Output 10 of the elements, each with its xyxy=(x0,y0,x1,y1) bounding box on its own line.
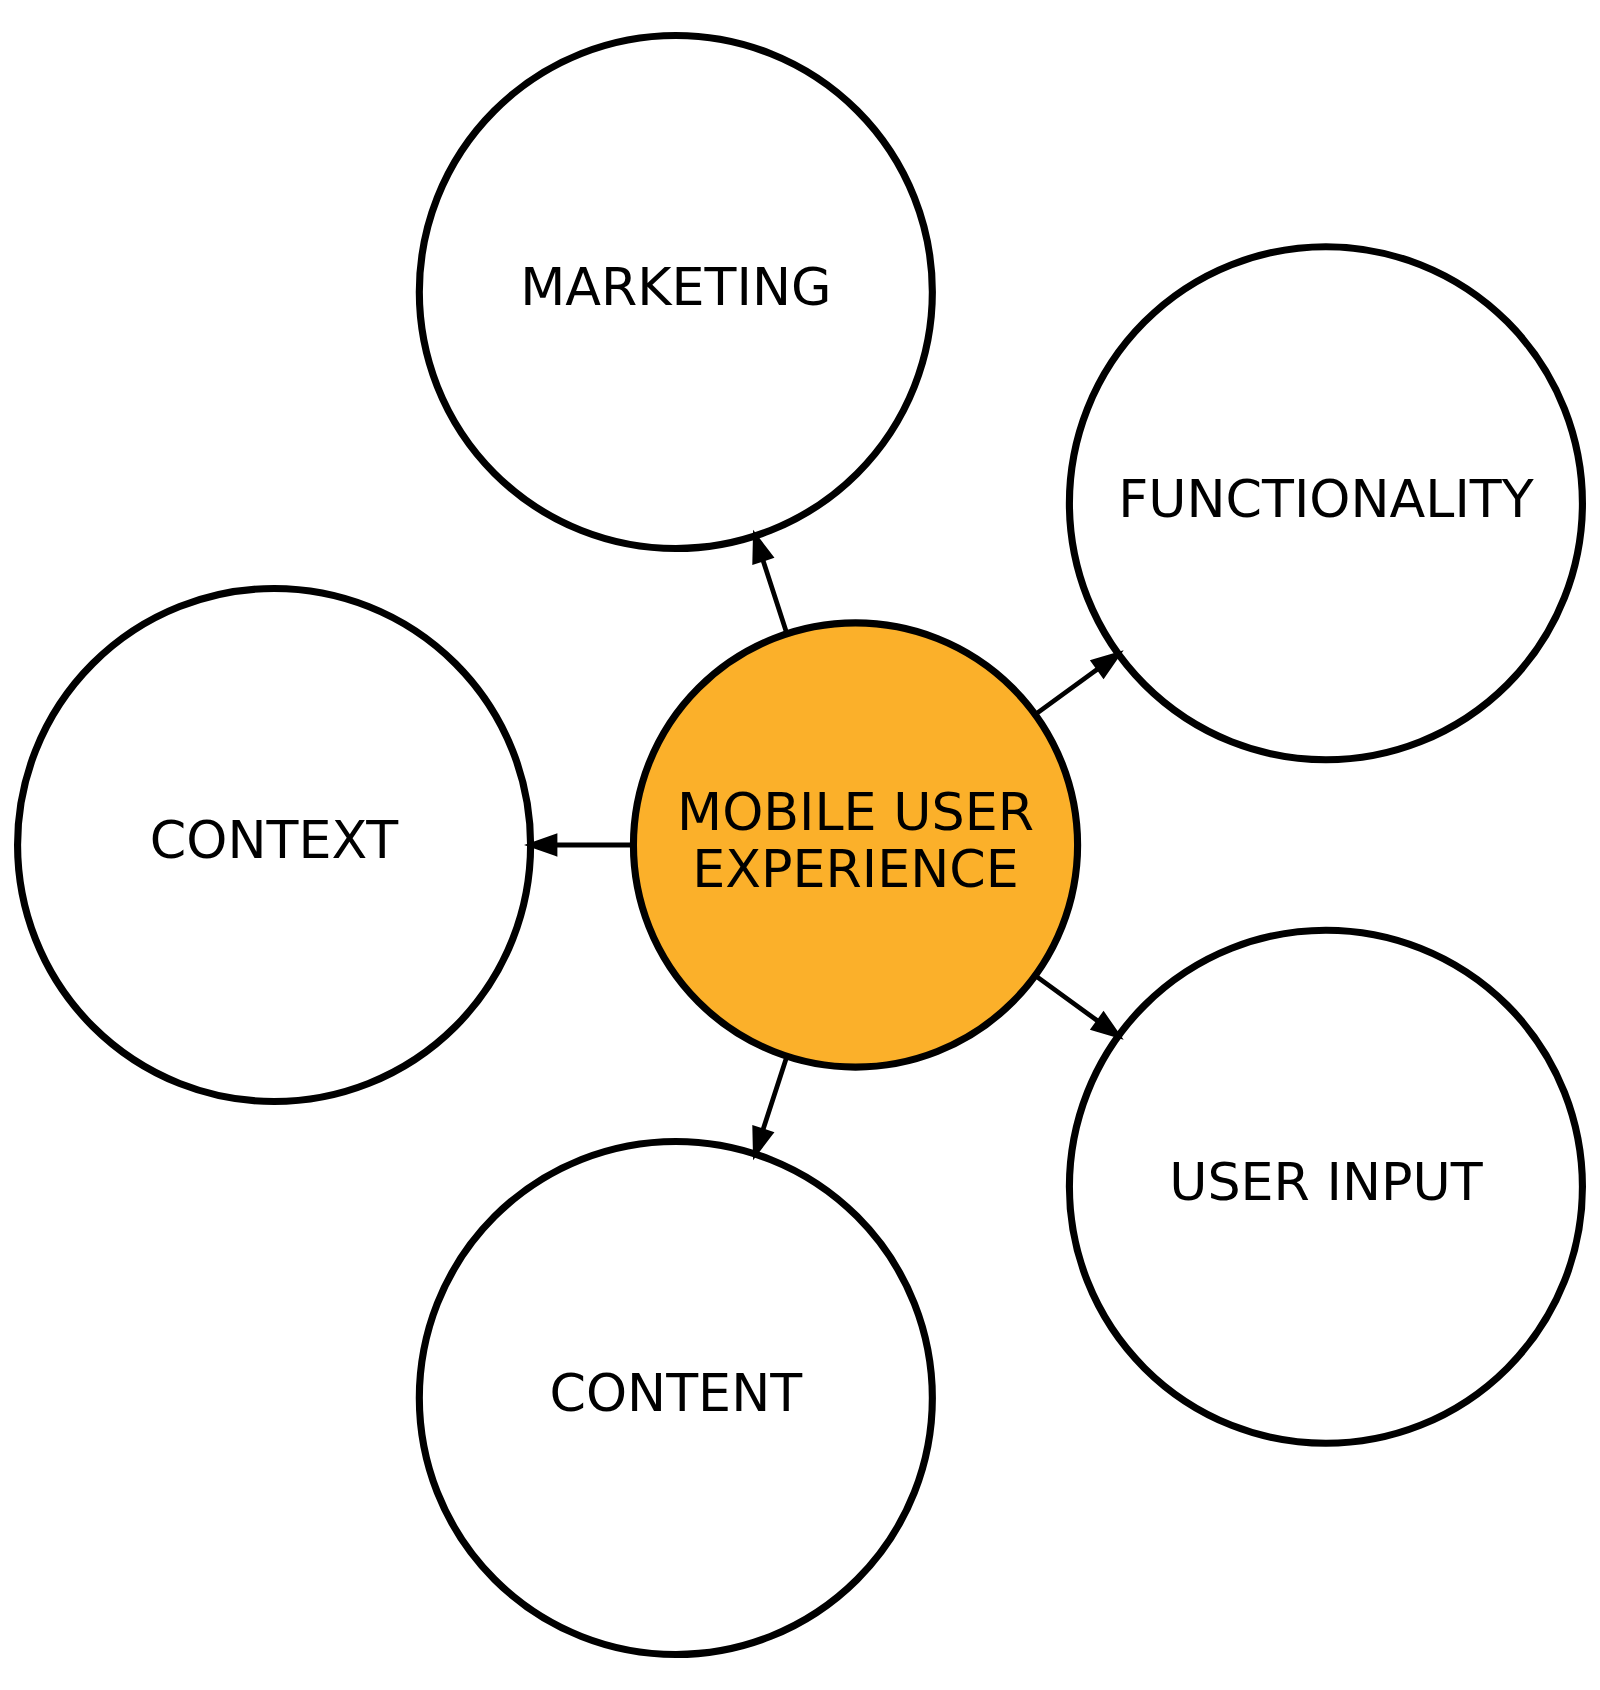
node-circle: MOBILE USER EXPERIENCE xyxy=(629,619,1082,1071)
arrow xyxy=(1033,650,1124,717)
node-circle: CONTENT xyxy=(415,1137,936,1659)
node-circle: CONTEXT xyxy=(14,584,535,1106)
node-circle: FUNCTIONALITY xyxy=(1065,243,1586,764)
arrow xyxy=(1033,973,1124,1040)
node-circle: MARKETING xyxy=(415,31,936,553)
arrow xyxy=(752,1055,790,1161)
arrow xyxy=(752,529,790,635)
node-circle: USER INPUT xyxy=(1065,926,1586,1447)
